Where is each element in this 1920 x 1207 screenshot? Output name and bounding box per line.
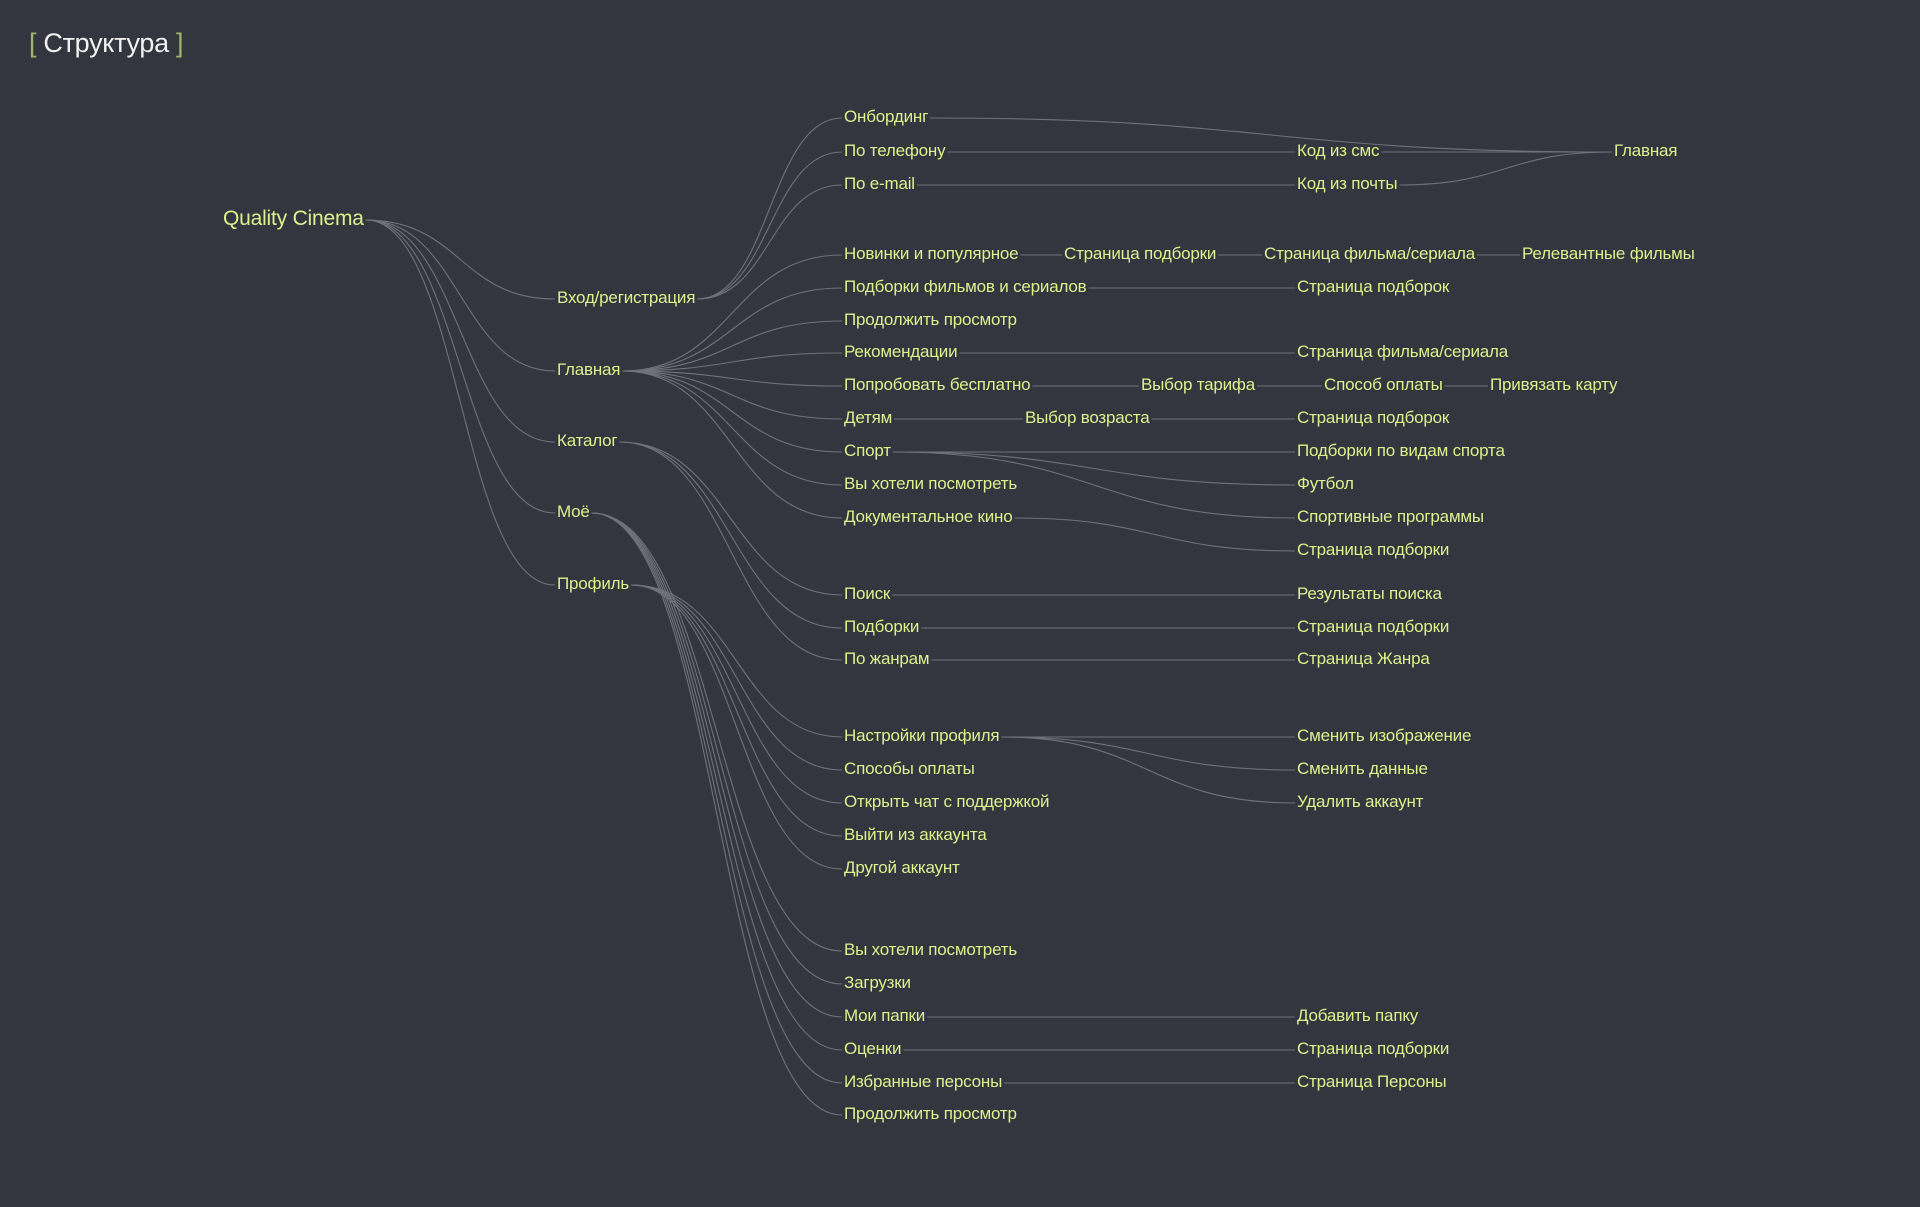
edge-onb-home xyxy=(930,117,1613,153)
node-collpage2[interactable]: Страница подборок xyxy=(1297,408,1450,427)
node-collpage[interactable]: Страница подборок xyxy=(1297,277,1450,296)
bracket-close: ] xyxy=(176,28,184,58)
node-main[interactable]: Главная xyxy=(557,360,621,379)
edge-root-auth xyxy=(365,219,556,300)
node-doc[interactable]: Документальное кино xyxy=(844,507,1013,526)
node-try[interactable]: Попробовать бесплатно xyxy=(844,375,1031,394)
edge-sport-football xyxy=(892,451,1296,486)
edge-doc-sel2 xyxy=(1014,517,1296,552)
edge-sport-sportprog xyxy=(892,451,1296,519)
edge-main-try xyxy=(622,370,843,387)
node-film2[interactable]: Страница фильма/сериала xyxy=(1297,342,1509,361)
edge-settings-changedata xyxy=(1001,736,1296,771)
edge-auth-phone xyxy=(697,151,843,300)
edge-main-want xyxy=(622,370,843,486)
node-genre[interactable]: Страница Жанра xyxy=(1297,649,1430,668)
node-payments[interactable]: Способы оплаты xyxy=(844,759,975,778)
edge-main-colls xyxy=(622,287,843,372)
node-addfolder[interactable]: Добавить папку xyxy=(1297,1006,1419,1025)
edge-root-mine xyxy=(365,219,556,514)
node-want[interactable]: Вы хотели посмотреть xyxy=(844,474,1017,493)
node-profile[interactable]: Профиль xyxy=(557,574,629,593)
node-phone[interactable]: По телефону xyxy=(844,141,946,160)
edge-settings-delete xyxy=(1001,736,1296,804)
node-sel3[interactable]: Страница подборки xyxy=(1297,617,1450,636)
edge-profile-settings xyxy=(630,584,843,738)
node-sel2[interactable]: Страница подборки xyxy=(1297,540,1450,559)
node-chat[interactable]: Открыть чат с поддержкой xyxy=(844,792,1050,811)
node-film1[interactable]: Страница фильма/сериала xyxy=(1264,244,1476,263)
node-tariff[interactable]: Выбор тарифа xyxy=(1141,375,1255,394)
node-card[interactable]: Привязать карту xyxy=(1490,375,1618,394)
edge-root-catalog xyxy=(365,219,556,443)
node-sel1[interactable]: Страница подборки xyxy=(1064,244,1217,263)
node-sportcolls[interactable]: Подборки по видам спорта xyxy=(1297,441,1505,460)
node-rel[interactable]: Релевантные фильмы xyxy=(1522,244,1695,263)
node-pay[interactable]: Способ оплаты xyxy=(1324,375,1443,394)
edge-catalog-cats xyxy=(619,441,843,629)
edge-mine-persons xyxy=(591,512,843,1084)
node-catalog[interactable]: Каталог xyxy=(557,431,618,450)
edge-root-profile xyxy=(365,219,556,586)
edge-profile-payments xyxy=(630,584,843,771)
node-mine[interactable]: Моё xyxy=(557,502,590,521)
node-sportprog[interactable]: Спортивные программы xyxy=(1297,507,1484,526)
edge-main-sport xyxy=(622,370,843,453)
edge-auth-email xyxy=(697,184,843,300)
edge-auth-onb xyxy=(697,117,843,300)
node-changeimg[interactable]: Сменить изображение xyxy=(1297,726,1472,745)
node-other[interactable]: Другой аккаунт xyxy=(844,858,960,877)
node-sms[interactable]: Код из смс xyxy=(1297,141,1380,160)
node-settings[interactable]: Настройки профиля xyxy=(844,726,1000,745)
node-personpage[interactable]: Страница Персоны xyxy=(1297,1072,1447,1091)
title-text: Структура xyxy=(43,28,169,58)
edge-main-doc xyxy=(622,370,843,519)
edge-mine-ratings xyxy=(591,512,843,1051)
edge-mailcode-home xyxy=(1399,151,1613,186)
node-colls[interactable]: Подборки фильмов и сериалов xyxy=(844,277,1087,296)
node-mailcode[interactable]: Код из почты xyxy=(1297,174,1398,193)
node-persons[interactable]: Избранные персоны xyxy=(844,1072,1003,1091)
node-folders[interactable]: Мои папки xyxy=(844,1006,926,1025)
edge-root-main xyxy=(365,219,556,372)
edge-catalog-genres xyxy=(619,441,843,661)
node-delete[interactable]: Удалить аккаунт xyxy=(1297,792,1424,811)
edge-profile-other xyxy=(630,584,843,870)
edge-mine-want2 xyxy=(591,512,843,952)
node-football[interactable]: Футбол xyxy=(1297,474,1354,493)
node-new[interactable]: Новинки и популярное xyxy=(844,244,1019,263)
page-title: [ Структура ] xyxy=(29,28,184,59)
node-age[interactable]: Выбор возраста xyxy=(1025,408,1150,427)
node-root[interactable]: Quality Cinema xyxy=(223,207,364,230)
node-cont2[interactable]: Продолжить просмотр xyxy=(844,1104,1017,1123)
node-auth[interactable]: Вход/регистрация xyxy=(557,288,696,307)
node-sport[interactable]: Спорт xyxy=(844,441,891,460)
node-onb[interactable]: Онбординг xyxy=(844,107,929,126)
edge-main-new xyxy=(622,254,843,372)
edge-main-kids xyxy=(622,370,843,420)
node-genres[interactable]: По жанрам xyxy=(844,649,930,668)
node-sel4[interactable]: Страница подборки xyxy=(1297,1039,1450,1058)
edge-catalog-search xyxy=(619,441,843,596)
edge-main-cont xyxy=(622,320,843,372)
bracket-open: [ xyxy=(29,28,37,58)
node-cont[interactable]: Продолжить просмотр xyxy=(844,310,1017,329)
node-search[interactable]: Поиск xyxy=(844,584,891,603)
node-results[interactable]: Результаты поиска xyxy=(1297,584,1442,603)
node-kids[interactable]: Детям xyxy=(844,408,893,427)
node-cats[interactable]: Подборки xyxy=(844,617,920,636)
node-logout[interactable]: Выйти из аккаунта xyxy=(844,825,987,844)
edge-mine-downloads xyxy=(591,512,843,985)
edge-mine-folders xyxy=(591,512,843,1018)
edge-main-rec xyxy=(622,352,843,372)
edge-mine-cont2 xyxy=(591,512,843,1116)
node-rec[interactable]: Рекомендации xyxy=(844,342,958,361)
node-email[interactable]: По e-mail xyxy=(844,174,915,193)
node-downloads[interactable]: Загрузки xyxy=(844,973,911,992)
node-want2[interactable]: Вы хотели посмотреть xyxy=(844,940,1017,959)
edge-profile-chat xyxy=(630,584,843,804)
node-home[interactable]: Главная xyxy=(1614,141,1678,160)
node-changedata[interactable]: Сменить данные xyxy=(1297,759,1428,778)
node-ratings[interactable]: Оценки xyxy=(844,1039,902,1058)
